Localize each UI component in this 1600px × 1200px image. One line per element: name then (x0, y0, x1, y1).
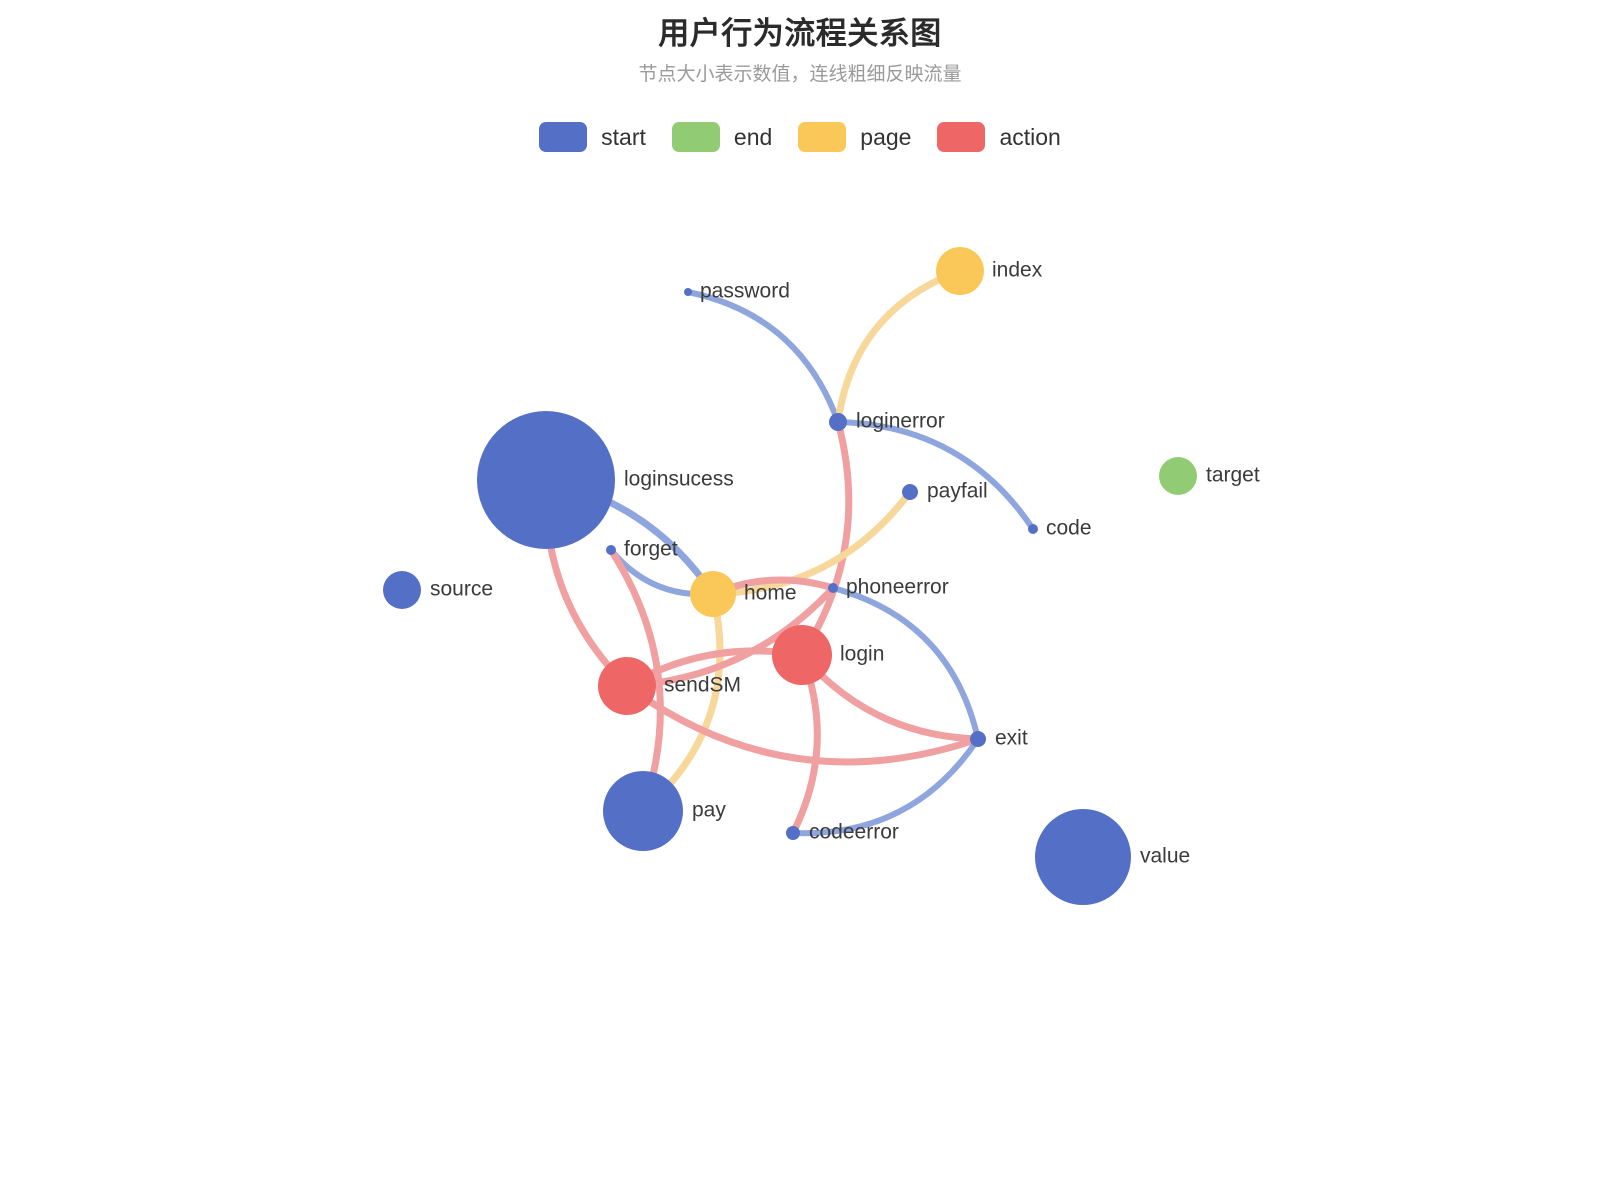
graph-node-codeerror[interactable]: codeerror (786, 821, 899, 844)
node-label-loginsucess: loginsucess (624, 468, 734, 491)
graph-node-forget[interactable]: forget (606, 538, 678, 561)
node-circle-sendSM[interactable] (598, 657, 656, 715)
graph-link-codeerror-exit[interactable] (790, 736, 981, 837)
graph-node-exit[interactable]: exit (970, 727, 1028, 750)
node-circle-pay[interactable] (603, 771, 683, 851)
page-subtitle: 节点大小表示数值，连线粗细反映流量 (638, 64, 962, 85)
node-circle-value[interactable] (1035, 809, 1131, 905)
node-label-source: source (430, 578, 493, 601)
graph-link-sendSM-phoneerror[interactable] (623, 584, 837, 690)
node-circle-home[interactable] (690, 571, 736, 617)
legend-item-page[interactable]: page (798, 122, 911, 152)
graph-node-password[interactable]: password (684, 280, 790, 303)
node-label-password: password (700, 280, 790, 303)
node-circle-index[interactable] (936, 247, 984, 295)
node-label-index: index (992, 259, 1043, 282)
graph-node-payfail[interactable]: payfail (902, 480, 988, 503)
legend-swatch-action (937, 122, 986, 152)
graph-node-target[interactable]: target (1159, 457, 1260, 495)
node-circle-forget[interactable] (606, 545, 616, 555)
graph-node-home[interactable]: home (690, 571, 797, 617)
graph-node-value[interactable]: value (1035, 809, 1190, 905)
legend-swatch-start (539, 122, 588, 152)
legend-label: page (860, 123, 912, 150)
node-label-phoneerror: phoneerror (846, 576, 949, 599)
legend-label: action (999, 123, 1061, 150)
node-label-pay: pay (692, 799, 726, 822)
graph-link-sendSM-exit[interactable] (623, 682, 982, 766)
node-label-login: login (840, 643, 884, 666)
node-circle-loginerror[interactable] (829, 413, 847, 431)
node-label-sendSM: sendSM (664, 674, 741, 697)
node-label-codeerror: codeerror (809, 821, 899, 844)
nodes-layer: password index loginerror loginsucess target… (383, 247, 1260, 905)
graph-node-pay[interactable]: pay (603, 771, 726, 851)
graph-link-home-payfail[interactable] (709, 488, 914, 598)
node-circle-source[interactable] (383, 571, 421, 609)
node-label-home: home (744, 582, 797, 605)
legend-swatch-page (798, 122, 847, 152)
node-label-forget: forget (624, 538, 678, 561)
graph-link-loginerror-login[interactable] (798, 418, 853, 659)
node-circle-password[interactable] (684, 288, 692, 296)
node-circle-code[interactable] (1028, 524, 1038, 534)
graph-node-code[interactable]: code (1028, 517, 1092, 540)
node-label-value: value (1140, 845, 1190, 868)
node-circle-exit[interactable] (970, 731, 986, 747)
legend-item-end[interactable]: end (671, 122, 773, 152)
graph-node-loginsucess[interactable]: loginsucess (477, 411, 734, 549)
graph-node-login[interactable]: login (772, 625, 884, 685)
graph-link-loginerror-code[interactable] (835, 419, 1036, 532)
node-label-exit: exit (995, 727, 1028, 750)
graph-node-source[interactable]: source (383, 571, 493, 609)
graph-node-loginerror[interactable]: loginerror (829, 410, 945, 433)
node-circle-loginsucess[interactable] (477, 411, 615, 549)
legend-label: end (733, 123, 773, 150)
graph-link-index-loginerror[interactable] (834, 267, 964, 426)
graph-node-index[interactable]: index (936, 247, 1043, 295)
legend: start end page action (0, 122, 1600, 152)
legend-item-action[interactable]: action (937, 122, 1061, 152)
node-circle-codeerror[interactable] (786, 826, 800, 840)
legend-swatch-end (671, 122, 720, 152)
graph-node-sendSM[interactable]: sendSM (598, 657, 741, 715)
node-circle-payfail[interactable] (902, 484, 918, 500)
graph-node-phoneerror[interactable]: phoneerror (828, 576, 949, 599)
node-circle-target[interactable] (1159, 457, 1197, 495)
legend-label: start (601, 123, 646, 150)
links-layer (542, 267, 1036, 837)
graph-link-password-loginerror[interactable] (685, 289, 841, 425)
node-label-payfail: payfail (927, 480, 988, 503)
node-circle-phoneerror[interactable] (828, 583, 838, 593)
page-title: 用户行为流程关系图 (658, 16, 942, 51)
node-label-loginerror: loginerror (856, 410, 945, 433)
graph-link-phoneerror-exit[interactable] (830, 585, 981, 742)
node-circle-login[interactable] (772, 625, 832, 685)
legend-item-start[interactable]: start (539, 122, 646, 152)
node-label-target: target (1206, 464, 1260, 487)
node-label-code: code (1046, 517, 1092, 540)
